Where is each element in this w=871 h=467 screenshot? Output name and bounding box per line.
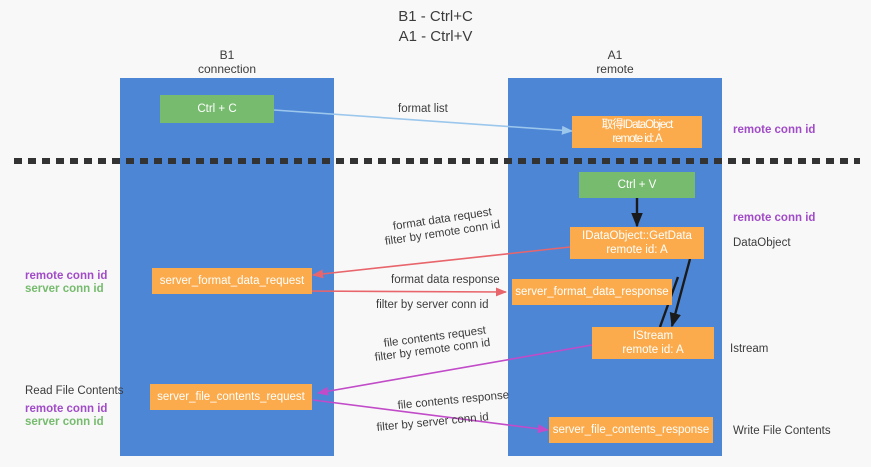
node-server-format-data-response-label: server_format_data_response (515, 286, 669, 298)
node-server-format-data-request-label: server_format_data_request (159, 275, 305, 287)
node-server-format-data-response[interactable]: server_format_data_response (512, 279, 672, 305)
node-idataobject-remote[interactable]: 取得IDataObject remote id: A (572, 116, 702, 148)
margin-label-dataobject: DataObject (733, 237, 791, 249)
edge-label-format-data-response: format data response (391, 274, 500, 286)
edge-label-format-list: format list (398, 103, 448, 115)
column-header-b1-role: connection (197, 62, 257, 76)
node-server-file-contents-request[interactable]: server_file_contents_request (150, 384, 312, 410)
margin-label-right-top-remote-conn-id: remote conn id (733, 124, 816, 136)
filter-prefix: filter by (376, 299, 417, 311)
filter-prefix: filter by (376, 418, 418, 434)
node-istream-sublabel: remote id: A (622, 344, 684, 356)
node-idataobject-getdata-sublabel: remote id: A (606, 244, 668, 256)
column-header-a1: A1 remote (515, 48, 715, 76)
node-idataobject-getdata[interactable]: IDataObject::GetData remote id: A (570, 227, 704, 259)
node-idataobject-remote-sublabel: remote id: A (612, 133, 662, 145)
margin-label-right-getdata-remote-conn-id: remote conn id (733, 212, 816, 224)
column-header-a1-name: A1 (607, 48, 623, 62)
column-header-b1-name: B1 (219, 48, 235, 62)
node-server-format-data-request[interactable]: server_format_data_request (152, 268, 312, 294)
node-istream[interactable]: IStream remote id: A (592, 327, 714, 359)
diagram-title-line2: A1 - Ctrl+V (398, 28, 473, 45)
node-ctrl-v-label: Ctrl + V (617, 179, 657, 191)
margin-label-write-file-contents: Write File Contents (733, 425, 831, 437)
diagram-title-line1: B1 - Ctrl+C (398, 8, 473, 25)
margin-label-left-file-server-conn-id: server conn id (25, 416, 104, 428)
node-server-file-contents-response-label: server_file_contents_response (552, 424, 710, 436)
edge-label-format-data-response-filter: filter by server conn id (376, 298, 489, 312)
node-server-file-contents-request-label: server_file_contents_request (157, 391, 305, 403)
node-ctrl-c-label: Ctrl + C (197, 103, 237, 115)
margin-label-left-format-server-conn-id: server conn id (25, 283, 104, 295)
margin-label-read-file-contents: Read File Contents (25, 385, 124, 397)
column-header-a1-role: remote (596, 62, 634, 76)
margin-label-left-file-remote-conn-id: remote conn id (25, 403, 108, 415)
node-ctrl-v[interactable]: Ctrl + V (579, 172, 695, 198)
node-idataobject-remote-label: 取得IDataObject (601, 119, 674, 131)
diagram-title: B1 - Ctrl+C A1 - Ctrl+V (0, 7, 871, 47)
node-idataobject-getdata-label: IDataObject::GetData (582, 230, 692, 242)
node-ctrl-c[interactable]: Ctrl + C (160, 95, 274, 123)
margin-label-istream: Istream (730, 343, 769, 355)
column-header-b1: B1 connection (127, 48, 327, 76)
filter-value-server-conn-id: server conn id (416, 299, 489, 311)
node-server-file-contents-response[interactable]: server_file_contents_response (549, 417, 713, 443)
margin-label-left-format-remote-conn-id: remote conn id (25, 270, 108, 282)
node-istream-label: IStream (632, 330, 674, 342)
